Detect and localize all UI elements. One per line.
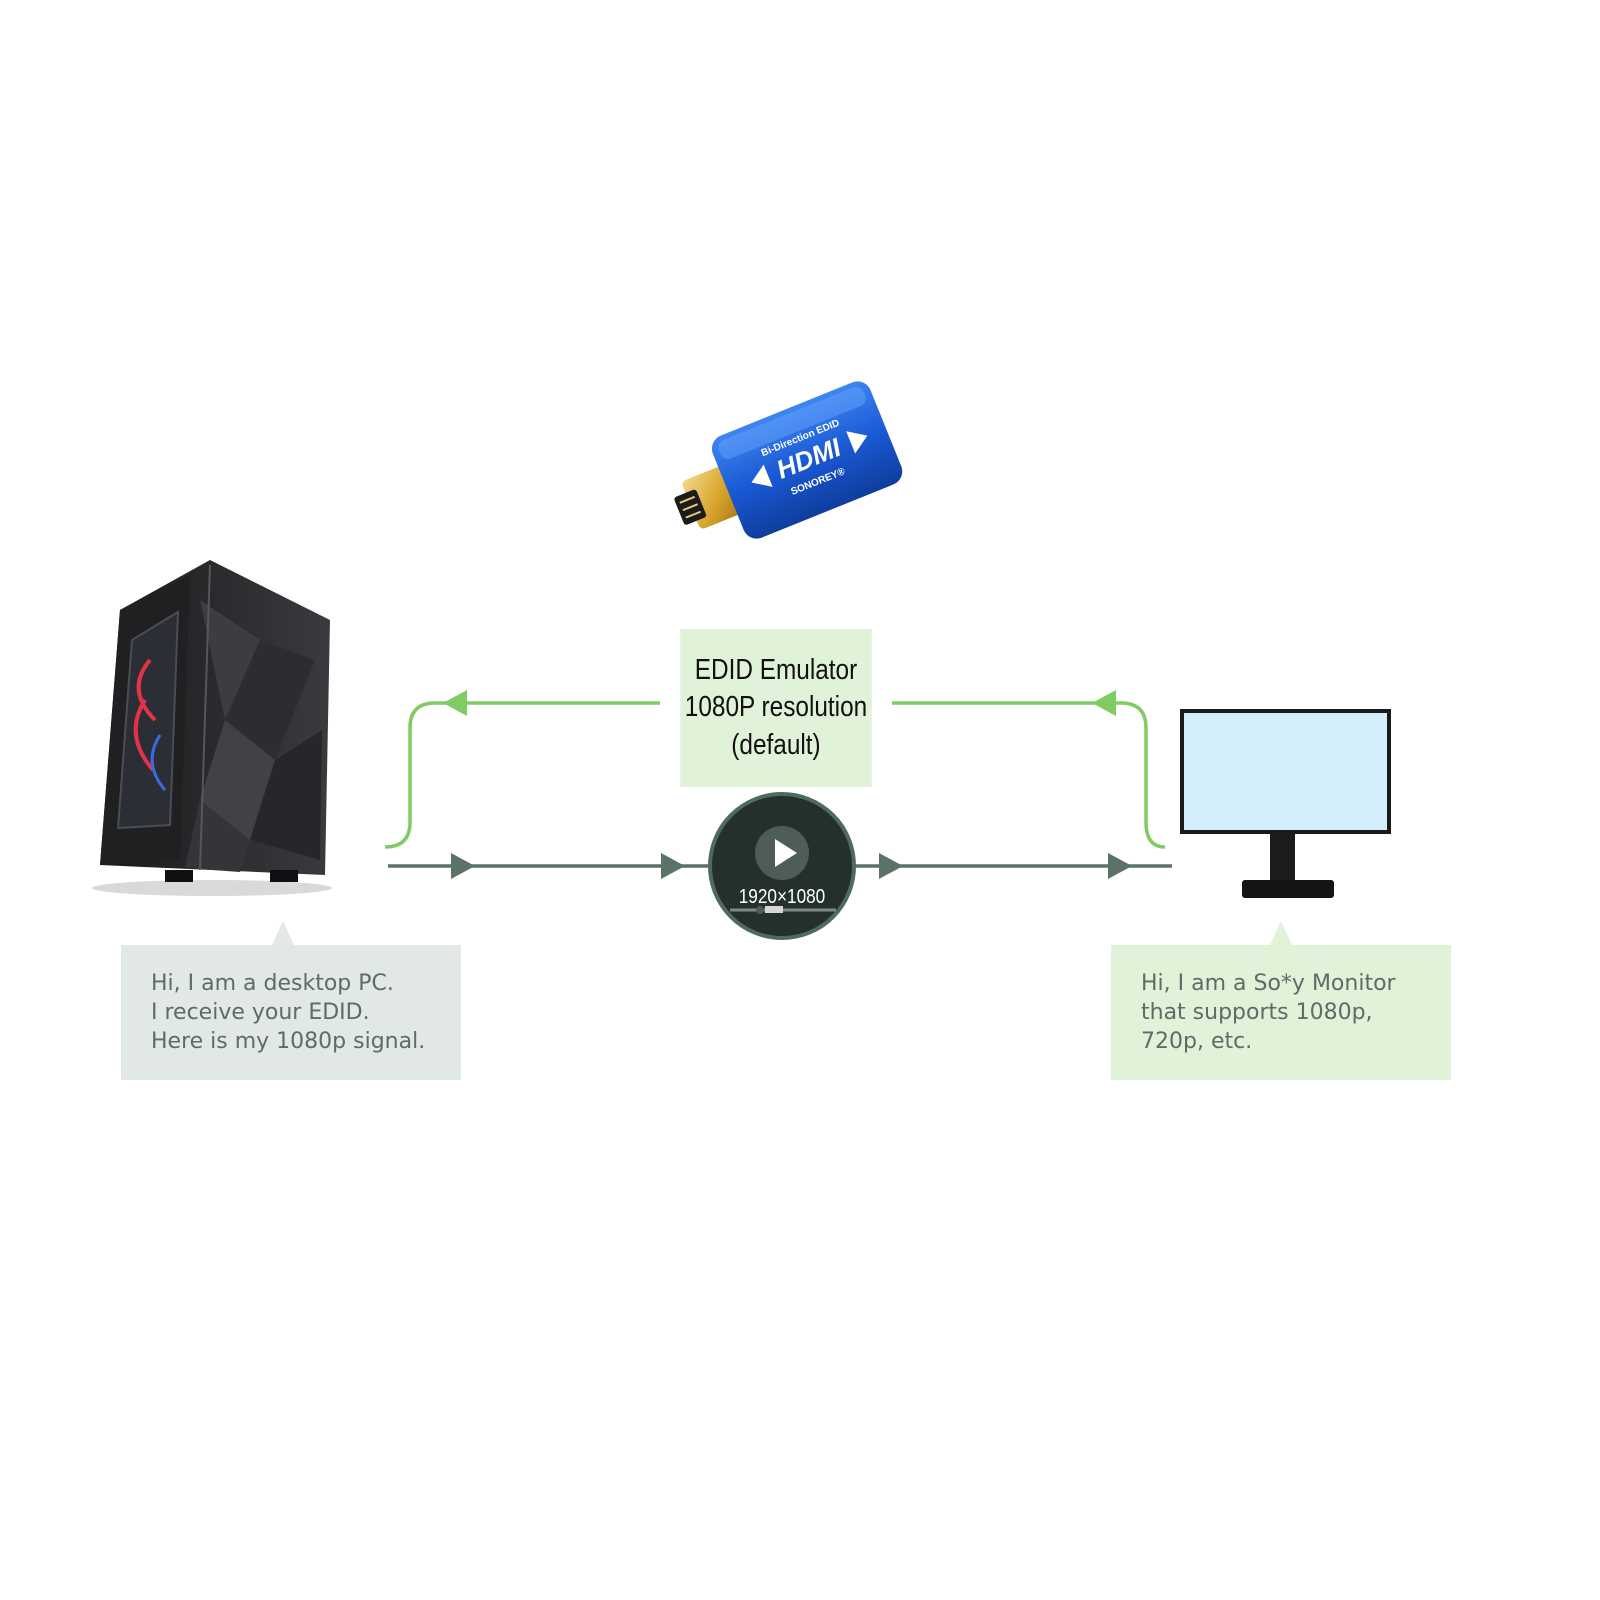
monitor-bubble-line3: 720p, etc. [1141, 1027, 1421, 1056]
video-resolution-label: 1920×1080 [739, 885, 826, 908]
play-icon [755, 826, 809, 880]
pc-bubble-tail [272, 921, 294, 945]
edid-emulator-label: EDID Emulator 1080P resolution (default) [680, 629, 872, 787]
edid-arrow-right [1092, 690, 1116, 716]
monitor-bubble-line1: Hi, I am a So*y Monitor [1141, 969, 1421, 998]
monitor-bubble-line2: that supports 1080p, [1141, 998, 1421, 1027]
signal-arrow-4 [1108, 853, 1132, 879]
pc-speech-bubble: Hi, I am a desktop PC. I receive your ED… [121, 945, 461, 1080]
edid-label-line2: 1080P resolution [685, 689, 867, 726]
edid-arrow-left [443, 690, 467, 716]
monitor-speech-bubble: Hi, I am a So*y Monitor that supports 10… [1111, 945, 1451, 1080]
monitor-bubble-tail [1270, 921, 1292, 945]
signal-arrow-2 [661, 853, 685, 879]
pc-bubble-line1: Hi, I am a desktop PC. [151, 969, 431, 998]
pc-bubble-line2: I receive your EDID. [151, 998, 431, 1027]
monitor-icon [1180, 709, 1391, 898]
edid-label-line3: (default) [731, 727, 820, 764]
video-badge: 1920×1080 [710, 794, 854, 938]
desktop-pc-tower-icon [92, 560, 332, 896]
pc-bubble-line3: Here is my 1080p signal. [151, 1027, 431, 1056]
signal-arrow-3 [879, 853, 903, 879]
signal-arrow-1 [451, 853, 475, 879]
edid-label-line1: EDID Emulator [695, 652, 857, 689]
hdmi-edid-emulator-icon: Bi-Direction EDID HDMI SONOREY® [659, 377, 907, 563]
